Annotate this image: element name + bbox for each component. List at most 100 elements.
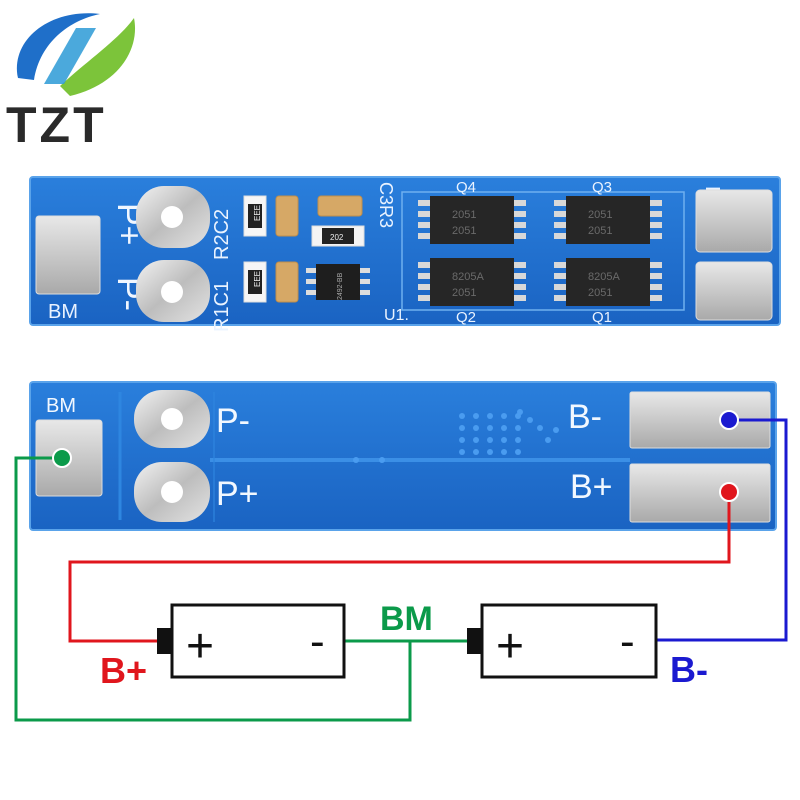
mosfet-chip: 2051 2051 <box>418 196 526 244</box>
logo-swoosh-blue-icon <box>16 13 100 80</box>
via <box>459 437 465 443</box>
bottom-pcb <box>29 381 777 531</box>
mosfet-pin <box>418 295 430 301</box>
via <box>517 409 523 415</box>
via <box>487 437 493 443</box>
via <box>459 449 465 455</box>
mosfet-pin <box>418 273 430 279</box>
mosfet-pin <box>554 295 566 301</box>
top-bplus-pad <box>695 189 773 253</box>
silk-q4: Q4 <box>456 179 476 196</box>
bplus-connection-dot <box>719 482 739 502</box>
via <box>379 457 385 463</box>
mosfet-body <box>566 196 650 244</box>
via <box>473 425 479 431</box>
wire-bminus <box>656 418 788 642</box>
mosfet-pin <box>650 222 662 228</box>
mosfet-pin <box>514 200 526 206</box>
mosfet-pin <box>650 295 662 301</box>
via <box>501 437 507 443</box>
battery-2-tip <box>467 628 483 654</box>
capacitor-c2 <box>275 195 299 237</box>
mosfet-pin <box>554 211 566 217</box>
mosfet-pin <box>650 233 662 239</box>
battery-1-minus: - <box>310 617 325 666</box>
battery-2-body <box>480 603 658 679</box>
battery-1-body <box>170 603 346 679</box>
mosfet-pin <box>418 262 430 268</box>
silk-q2: Q2 <box>456 309 476 326</box>
via <box>487 449 493 455</box>
mosfet-pin <box>650 200 662 206</box>
mosfet-marking: 2051 <box>588 209 612 221</box>
via <box>473 413 479 419</box>
mosfet-pin <box>554 273 566 279</box>
via <box>537 425 543 431</box>
bottom-pminus-label: P- <box>216 402 250 440</box>
mosfet-marking: 2051 <box>452 225 476 237</box>
bottom-pplus-label: P+ <box>216 475 259 513</box>
top-hole-1 <box>161 206 183 228</box>
mosfet-pin <box>650 211 662 217</box>
bottom-hole-1 <box>161 408 183 430</box>
mosfet-pin <box>554 284 566 290</box>
logo-swoosh-teal-icon <box>44 28 96 84</box>
mosfet-chip: 2051 2051 <box>554 196 662 244</box>
mosfet-chip: 8205A 2051 <box>554 258 662 306</box>
via <box>501 425 507 431</box>
top-bm-pad <box>35 215 101 295</box>
mosfet-marking: 2051 <box>588 287 612 299</box>
via <box>459 425 465 431</box>
mosfet-pin <box>650 262 662 268</box>
mosfet-marking: 8205A <box>452 271 484 283</box>
via <box>515 437 521 443</box>
bottom-bminus-label: B- <box>568 398 602 436</box>
logo-swoosh-green-icon <box>60 18 136 96</box>
battery-1-tip <box>157 628 173 654</box>
mosfet-marking: 2051 <box>452 209 476 221</box>
battery-2-plus: + <box>496 620 524 673</box>
mosfet-pin <box>418 211 430 217</box>
mosfet-marking: 2051 <box>452 287 476 299</box>
mosfet-pin <box>554 262 566 268</box>
mosfet-pin <box>514 211 526 217</box>
via-group <box>353 409 559 463</box>
top-bminus-pad <box>695 261 773 321</box>
mosfet-pin <box>514 295 526 301</box>
battery-2-minus: - <box>620 617 635 666</box>
via <box>501 449 507 455</box>
silk-q1: Q1 <box>592 309 612 326</box>
mosfet-body <box>430 258 514 306</box>
via <box>487 413 493 419</box>
u1-marking: 2492-BB <box>337 272 344 300</box>
bottom-bplus-label: B+ <box>570 468 613 506</box>
mosfet-pin <box>650 284 662 290</box>
mosfet-pin <box>418 200 430 206</box>
mosfet-marking: 2051 <box>588 225 612 237</box>
via <box>487 425 493 431</box>
wiring: + - + - B+ BM B- <box>14 410 788 722</box>
capacitor-c3 <box>317 195 363 217</box>
via <box>353 457 359 463</box>
bminus-connection-dot <box>719 410 739 430</box>
mosfet-pin <box>650 273 662 279</box>
mosfet-pin <box>554 200 566 206</box>
resistor-r1-body <box>248 270 262 294</box>
r3-marking: 202 <box>330 233 344 242</box>
top-hole-2 <box>161 281 183 303</box>
mosfet-chip: 8205A 2051 <box>418 258 526 306</box>
u1-chip: 2492-BB <box>306 264 370 300</box>
bm-connection-dot <box>52 448 72 468</box>
label-bm: BM <box>380 600 433 638</box>
label-bplus: B+ <box>100 650 147 691</box>
mosfet-body <box>430 196 514 244</box>
bottom-bm-label: BM <box>46 395 76 417</box>
label-bminus: B- <box>670 649 708 690</box>
mosfet-group: 2051 2051 2051 2051 8205A 2051 8205A 2051 <box>418 196 662 306</box>
mosfet-pin <box>418 222 430 228</box>
top-bm-label: BM <box>48 301 78 323</box>
mosfet-marking: 8205A <box>588 271 620 283</box>
silk-q3: Q3 <box>592 179 612 196</box>
resistor-r3-body <box>322 228 354 244</box>
